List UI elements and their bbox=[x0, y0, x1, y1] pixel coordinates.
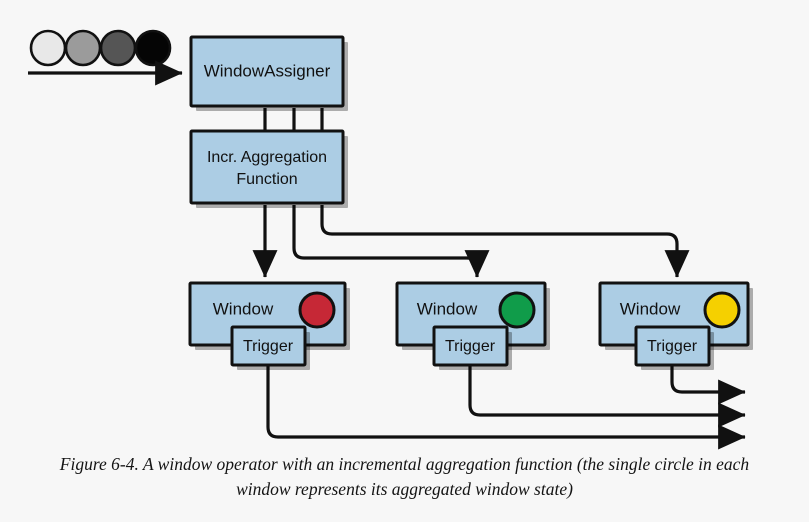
figure-caption: Figure 6-4. A window operator with an in… bbox=[0, 452, 809, 503]
trigger-2-output-edge bbox=[468, 365, 746, 428]
trigger-3-output-edge bbox=[670, 365, 746, 405]
aggregation-to-window-2-edge bbox=[292, 205, 490, 278]
node-window-1[interactable]: Window Trigger bbox=[188, 281, 350, 370]
aggregation-function-label-line2: Function bbox=[236, 171, 297, 188]
window-1-label: Window bbox=[213, 299, 274, 318]
assigner-to-aggregation-edges bbox=[263, 108, 324, 131]
node-window-assigner[interactable]: WindowAssigner bbox=[189, 35, 348, 111]
window-operator-diagram: WindowAssigner Incr. Aggregation Functio… bbox=[28, 29, 753, 450]
aggregation-to-window-3-edge bbox=[320, 205, 690, 278]
event-token-2-icon bbox=[64, 29, 102, 67]
input-event-stream bbox=[29, 29, 172, 67]
window-assigner-box[interactable] bbox=[189, 35, 345, 108]
window-3-state-circle bbox=[703, 291, 741, 329]
window-2-state-circle bbox=[498, 291, 536, 329]
trigger-output-edges bbox=[266, 365, 746, 450]
figure-caption-line2: in each window represents its aggregated… bbox=[236, 454, 750, 500]
window-2-label: Window bbox=[417, 299, 478, 318]
aggregation-function-label-line1: Incr. Aggregation bbox=[207, 149, 327, 166]
event-token-3-icon bbox=[99, 29, 137, 67]
aggregation-to-windows-edges bbox=[252, 205, 690, 278]
window-3-trigger-label: Trigger bbox=[647, 338, 698, 355]
window-1-state-circle bbox=[298, 291, 336, 329]
window-1-trigger-label: Trigger bbox=[243, 338, 294, 355]
window-3-trigger-box[interactable] bbox=[634, 325, 711, 367]
figure-caption-line1: Figure 6-4. A window operator with an in… bbox=[59, 454, 694, 474]
node-aggregation-function[interactable]: Incr. Aggregation Function bbox=[189, 129, 348, 208]
window-1-trigger-box[interactable] bbox=[230, 325, 307, 367]
node-window-2[interactable]: Window Trigger bbox=[395, 281, 550, 370]
aggregation-function-box[interactable] bbox=[189, 129, 345, 205]
event-token-1-icon bbox=[29, 29, 67, 67]
node-window-3[interactable]: Window Trigger bbox=[598, 281, 753, 370]
window-3-label: Window bbox=[620, 299, 681, 318]
window-2-trigger-box[interactable] bbox=[432, 325, 509, 367]
trigger-1-output-edge bbox=[266, 365, 746, 450]
event-token-4-icon bbox=[134, 29, 172, 67]
window-assigner-label: WindowAssigner bbox=[204, 61, 331, 80]
window-2-trigger-label: Trigger bbox=[445, 338, 496, 355]
